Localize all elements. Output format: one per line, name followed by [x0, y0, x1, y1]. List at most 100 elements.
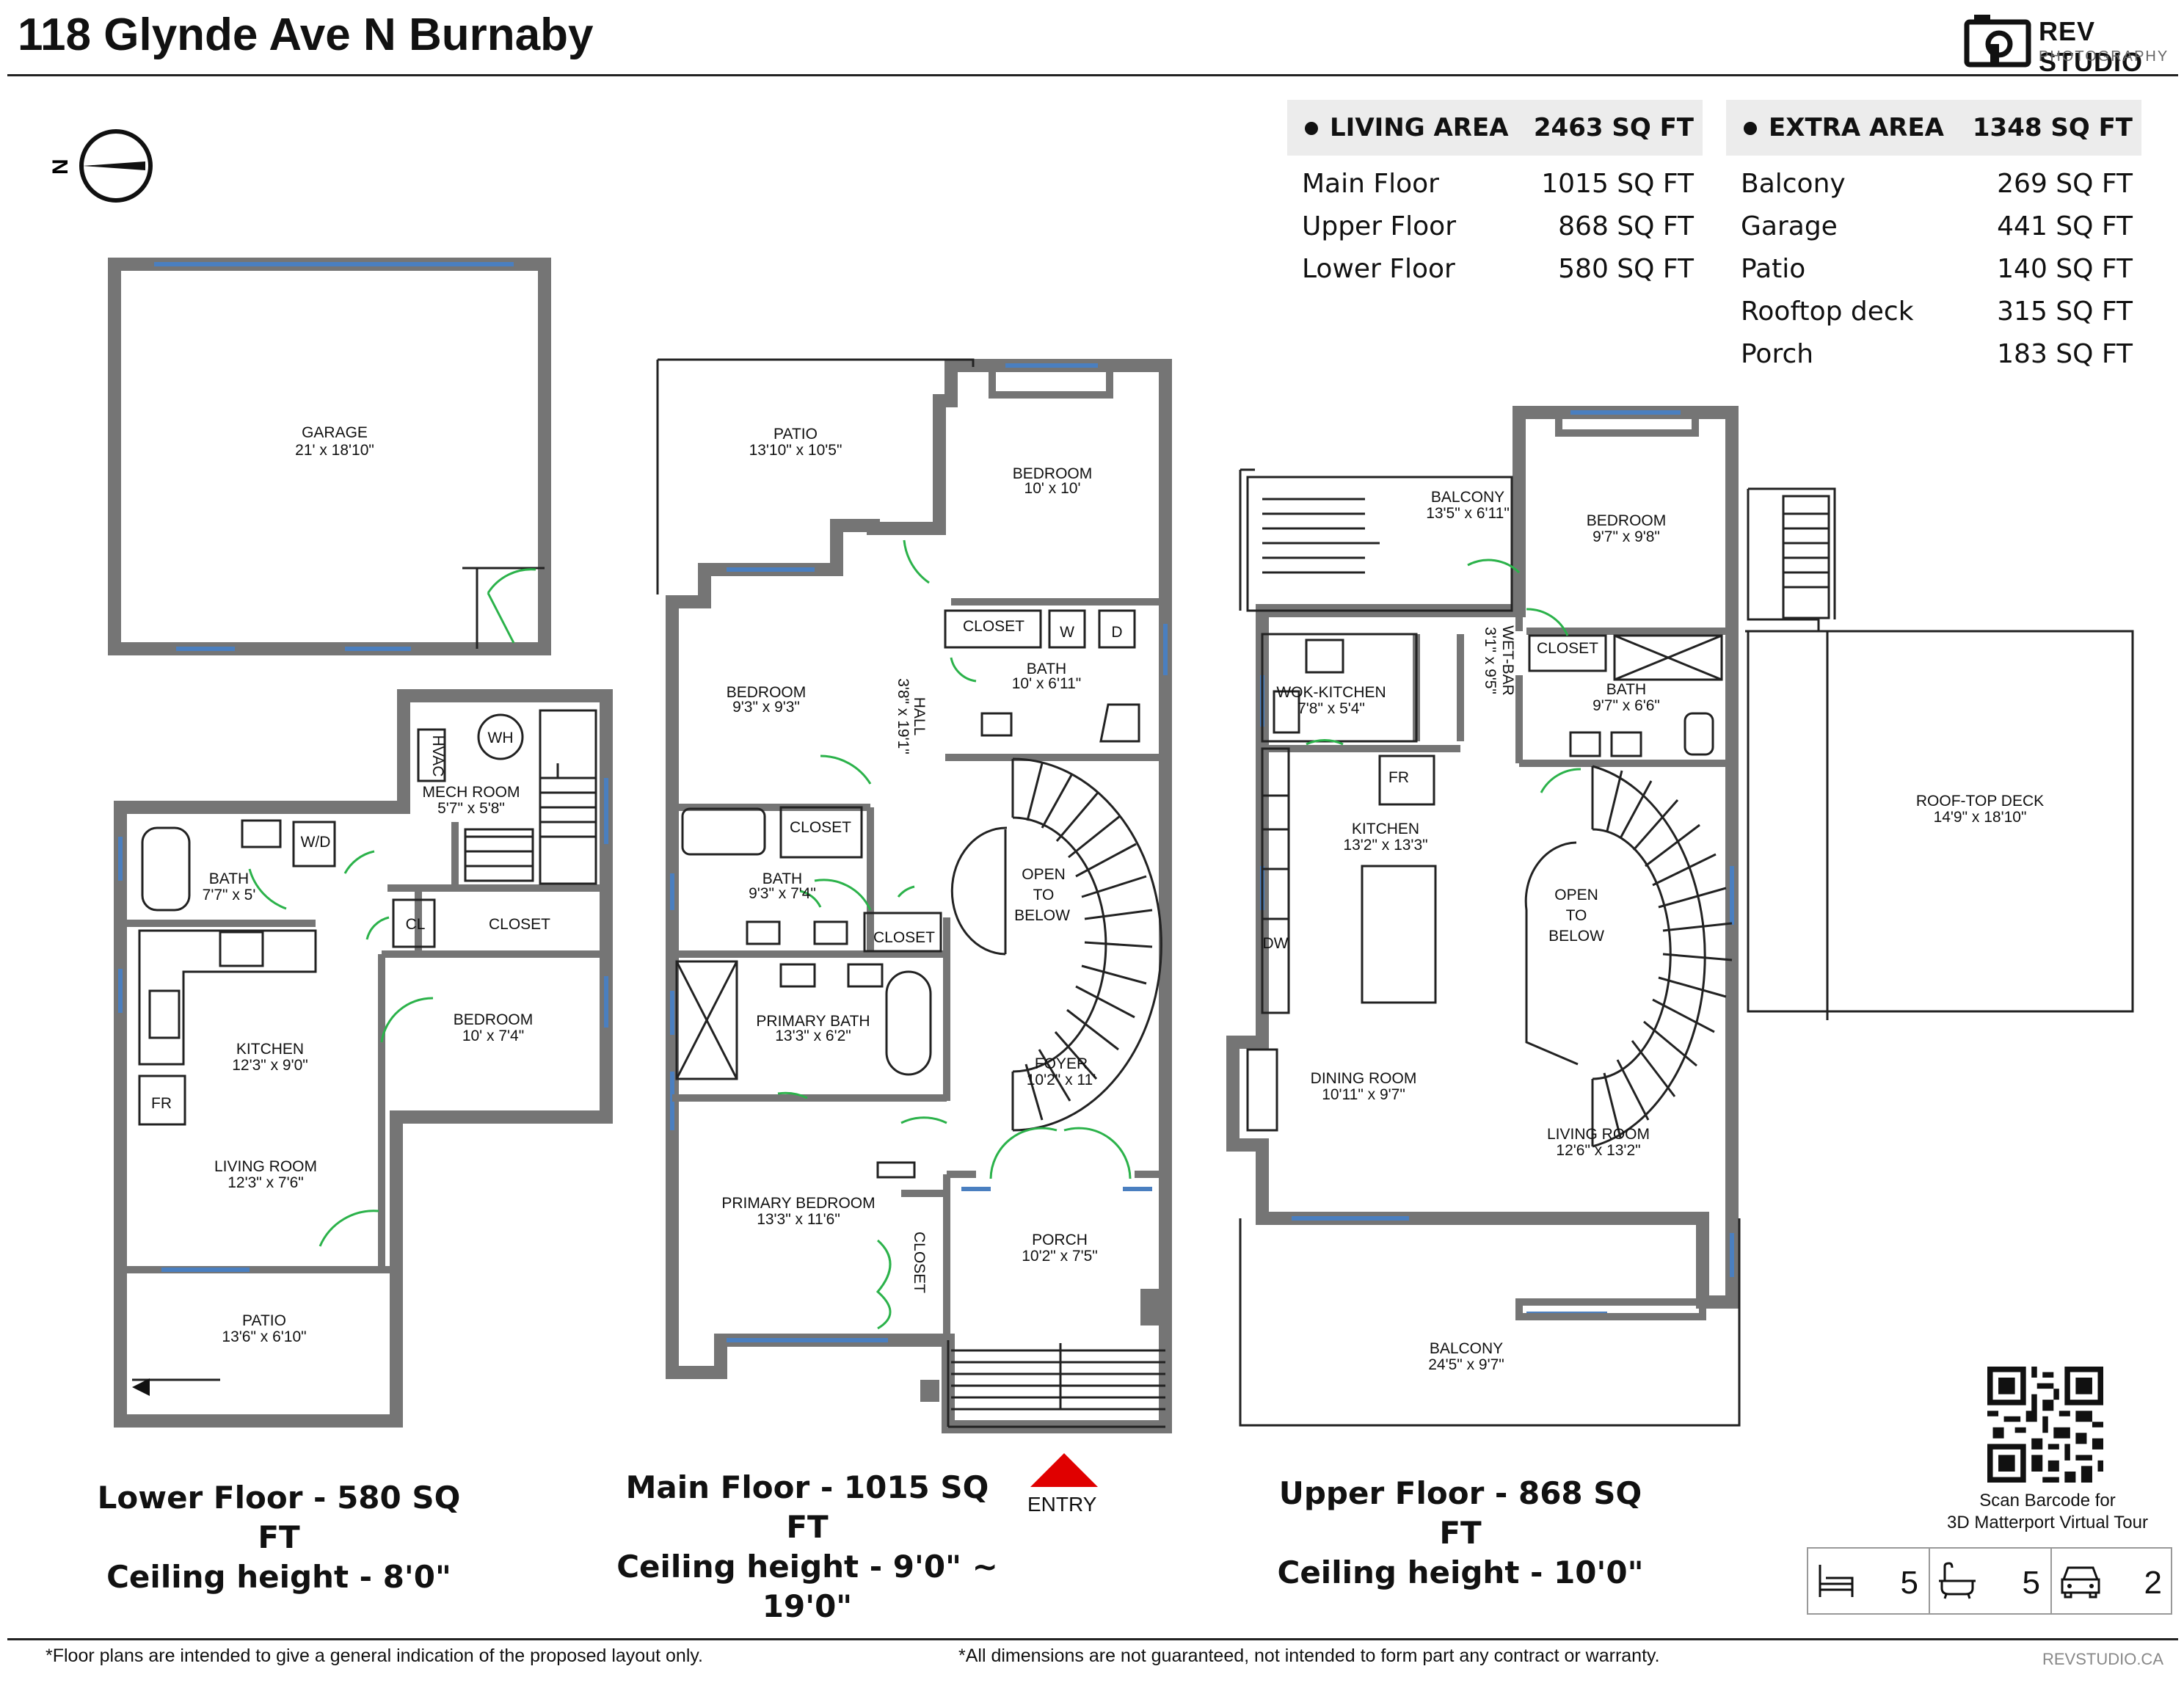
room-label-hall: HALL	[911, 697, 928, 736]
garage-stat: 2	[2052, 1549, 2172, 1613]
logo-line-1: REV STUDIO	[2039, 16, 2144, 77]
room-dim-mech: 5'7" x 5'8"	[437, 800, 505, 817]
upper-floor-ceiling: Ceiling height - 10'0"	[1277, 1554, 1644, 1590]
bathtub-icon	[1939, 1562, 1976, 1599]
room-dim-wet-bar: 3'1" x 9'5"	[1482, 627, 1499, 694]
room-label-primary-bath: PRIMARY BATH	[756, 1013, 870, 1030]
room-label-dining: DINING ROOM	[1311, 1070, 1417, 1087]
room-label-kitchen: KITCHEN	[1352, 821, 1419, 837]
room-label-wok-kitchen: WOK-KITCHEN	[1276, 684, 1386, 701]
north-compass-icon: N	[48, 129, 153, 203]
living-area-header: LIVING AREA 2463 SQ FT	[1287, 100, 1703, 156]
room-dim-dining: 10'11" x 9'7"	[1322, 1086, 1405, 1103]
room-label-bedroom: BEDROOM	[454, 1011, 534, 1028]
dryer-label: D	[1111, 624, 1122, 641]
closet-label: CLOSET	[911, 1232, 928, 1293]
room-label-bath: BATH	[209, 870, 249, 887]
room-label-primary-bedroom: PRIMARY BEDROOM	[721, 1195, 875, 1212]
lower-unit-walls	[114, 689, 613, 1428]
qr-caption-line-2: 3D Matterport Virtual Tour	[1947, 1513, 2148, 1532]
upper-floor-plan: BALCONY 13'5" x 6'11" BEDROOM 9'7" x 9'8…	[1226, 406, 2134, 1427]
footer-brand[interactable]: REVSTUDIO.CA	[2042, 1650, 2163, 1668]
room-dim-living: 12'3" x 7'6"	[228, 1174, 304, 1191]
room-label-bedroom: BEDROOM	[727, 684, 807, 701]
footnote-left: *Floor plans are intended to give a gene…	[46, 1645, 703, 1666]
fr-label: FR	[151, 1095, 172, 1112]
room-dim-foyer: 10'2" x 11'	[1027, 1072, 1096, 1088]
room-dim-patio: 13'10" x 10'5"	[749, 442, 842, 459]
lower-floor-area: Lower Floor - 580 SQ FT	[97, 1480, 461, 1555]
header-divider	[7, 74, 2178, 76]
room-label-patio: PATIO	[242, 1312, 286, 1329]
bedrooms-stat: 5	[1808, 1549, 1929, 1613]
room-label-living: LIVING ROOM	[214, 1158, 317, 1175]
room-dim-balcony: 13'5" x 6'11"	[1426, 505, 1510, 522]
logo-line-2: PHOTOGRAPHY	[2039, 48, 2169, 65]
lower-floor-ceiling: Ceiling height - 8'0"	[106, 1559, 451, 1595]
room-label-bath: BATH	[1606, 681, 1646, 698]
extra-area-label: EXTRA AREA	[1769, 113, 1944, 142]
room-label-bath: BATH	[1027, 661, 1066, 677]
room-label-kitchen: KITCHEN	[236, 1041, 304, 1058]
lower-floor-caption: Lower Floor - 580 SQ FT Ceiling height -…	[73, 1478, 484, 1597]
extra-area-header: EXTRA AREA 1348 SQ FT	[1726, 100, 2141, 156]
qr-code-icon[interactable]	[1987, 1367, 2103, 1483]
qr-caption: Scan Barcode for 3D Matterport Virtual T…	[1908, 1490, 2184, 1534]
living-area-label: LIVING AREA	[1330, 113, 1509, 142]
room-dim-bedroom: 9'7" x 9'8"	[1592, 528, 1660, 545]
main-floor-caption: Main Floor - 1015 SQ FT Ceiling height -…	[609, 1468, 1005, 1626]
room-label-patio: PATIO	[774, 426, 818, 443]
room-dim-wok-kitchen: 7'8" x 5'4"	[1297, 700, 1365, 717]
room-label-bedroom: BEDROOM	[1587, 512, 1667, 529]
camera-icon	[1964, 15, 2031, 68]
dw-label: DW	[1263, 935, 1289, 952]
bed-icon	[1819, 1565, 1854, 1597]
room-label-mech: MECH ROOM	[423, 784, 520, 801]
room-dim-bedroom: 9'3" x 9'3"	[732, 699, 800, 716]
property-stats-bar: 5 5 2	[1807, 1547, 2172, 1615]
rev-studio-logo: REV STUDIO PHOTOGRAPHY	[1964, 12, 2177, 77]
open-to-below-2: TO	[1566, 907, 1587, 924]
upper-floor-caption: Upper Floor - 868 SQ FT Ceiling height -…	[1270, 1474, 1651, 1593]
room-dim-living: 12'6" x 13'2"	[1556, 1142, 1640, 1159]
room-label-foyer: FOYER	[1035, 1055, 1088, 1072]
room-label-roof-deck: ROOF-TOP DECK	[1916, 793, 2044, 810]
room-dim-garage: 21' x 18'10"	[295, 442, 374, 459]
washer-label: W	[1060, 624, 1074, 641]
room-dim-roof-deck: 14'9" x 18'10"	[1934, 809, 2027, 826]
entry-arrow-icon	[1030, 1453, 1098, 1487]
closet-label: CLOSET	[873, 929, 935, 946]
room-label-balcony: BALCONY	[1430, 1340, 1503, 1357]
main-floor-ceiling: Ceiling height - 9'0" ~ 19'0"	[616, 1549, 998, 1624]
car-icon	[2061, 1566, 2100, 1599]
compass-n-label: N	[48, 159, 73, 175]
open-to-below-2: TO	[1033, 887, 1055, 903]
room-dim-bath: 9'7" x 6'6"	[1592, 697, 1660, 714]
open-to-below-1: OPEN	[1022, 866, 1066, 883]
lower-floor-plan: GARAGE 21' x 18'10" HVAC WH MECH ROOM 5'…	[108, 258, 613, 1428]
room-label-garage: GARAGE	[302, 424, 368, 441]
room-dim-hall: 3'8" x 19'1"	[895, 678, 911, 754]
footer-divider	[7, 1638, 2178, 1640]
closet-label: CLOSET	[963, 618, 1024, 635]
open-to-below-3: BELOW	[1548, 928, 1604, 945]
bathrooms-stat: 5	[1930, 1549, 2050, 1613]
room-dim-bath: 7'7" x 5'	[203, 887, 256, 903]
room-label-porch: PORCH	[1032, 1232, 1088, 1248]
open-to-below-1: OPEN	[1554, 887, 1598, 903]
room-label-balcony: BALCONY	[1431, 489, 1504, 506]
entry-label: ENTRY	[1027, 1493, 1097, 1516]
room-dim-bath: 9'3" x 7'4"	[749, 885, 816, 902]
room-dim-primary-bedroom: 13'3" x 11'6"	[757, 1211, 840, 1228]
closet-label: CLOSET	[489, 916, 550, 933]
living-area-total: 2463 SQ FT	[1533, 113, 1694, 142]
room-dim-kitchen: 12'3" x 9'0"	[232, 1057, 308, 1074]
room-dim-balcony: 24'5" x 9'7"	[1428, 1356, 1504, 1373]
